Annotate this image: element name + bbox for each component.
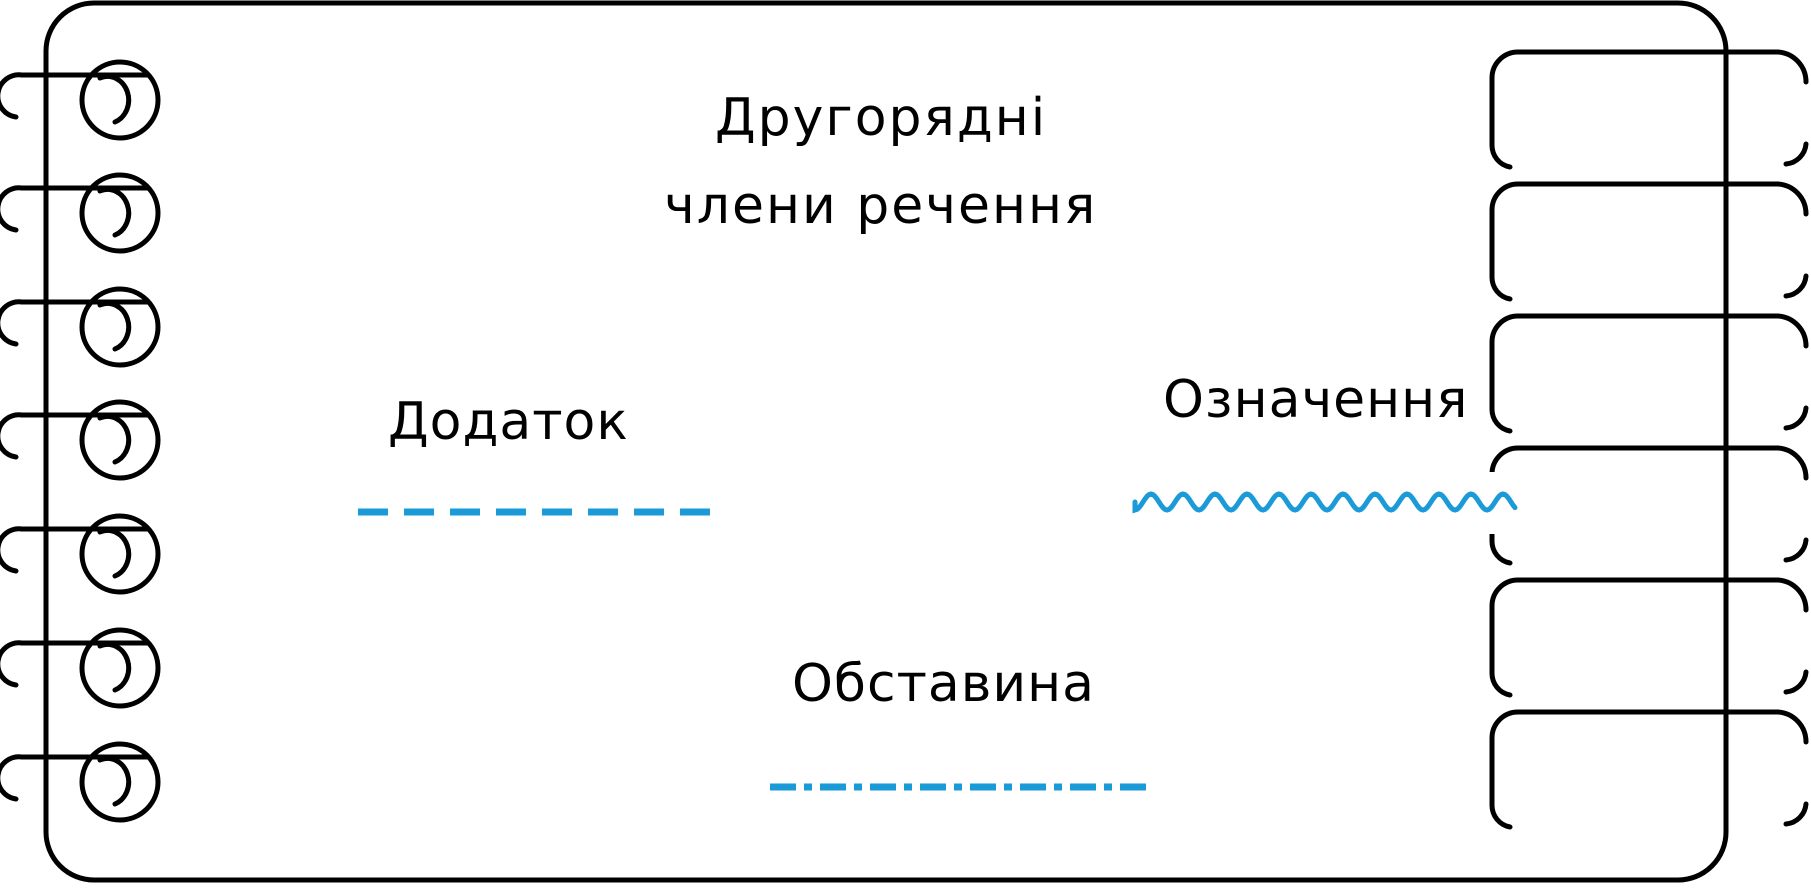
term-oznachennia-label: Означення [1163,370,1469,430]
right-binder-binding [1489,49,1809,830]
diagram-title-line-2: члени речення [664,176,1098,236]
spiral-ring-icon [0,286,161,368]
dashdot-underline-icon [770,783,1150,791]
term-obstavyna-label: Обставина [792,654,1096,714]
spiral-ring-icon [0,59,161,141]
dashdot-underline-swatch [758,754,1160,810]
spiral-ring-icon [0,627,161,709]
left-spiral-binding [0,59,161,823]
spiral-ring-icon [0,399,161,481]
binder-ring-icon [1489,49,1809,170]
binder-ring-icon [1489,313,1809,434]
term-dodatok-label: Додаток [388,392,629,452]
dashed-underline-icon [358,508,725,516]
binder-ring-icon [1489,181,1809,302]
spiral-ring-icon [0,172,161,254]
binder-ring-icon [1489,445,1809,566]
spiral-ring-icon [0,513,161,595]
binder-ring-icon [1489,709,1809,830]
wavy-underline-icon [1132,491,1518,514]
diagram-title-line-1: Другорядні [715,88,1048,148]
notebook-page-outline [43,0,1729,883]
wavy-underline-swatch [1125,472,1527,534]
spiral-ring-icon [0,741,161,823]
dashed-underline-swatch [340,478,742,540]
binder-ring-icon [1489,577,1809,698]
